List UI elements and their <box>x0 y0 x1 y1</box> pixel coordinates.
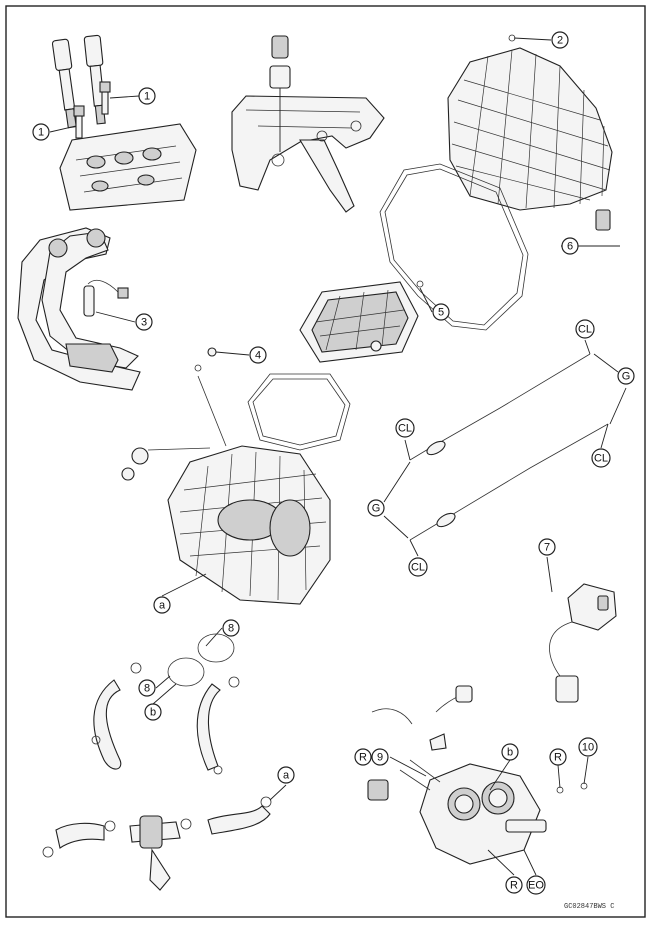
callout-circle <box>367 499 385 517</box>
callout-l9: 9 <box>371 748 389 766</box>
diagram-frame <box>5 5 646 918</box>
callout-text: CL <box>594 453 608 465</box>
reference-code: GC02847BWS C <box>564 903 614 911</box>
callout-circle <box>501 743 519 761</box>
callout-circle <box>575 319 595 339</box>
callout-lg2: G <box>367 499 385 517</box>
callout-text: a <box>283 770 290 782</box>
callout-circle <box>144 703 162 721</box>
callout-text: 9 <box>377 752 383 764</box>
callout-lcl1: CL <box>575 319 595 339</box>
throttle-body-assembly <box>367 685 589 876</box>
callout-text: CL <box>578 324 592 336</box>
callout-circle <box>561 237 579 255</box>
callout-circle <box>538 538 556 556</box>
callout-circle <box>222 619 240 637</box>
callout-text: R <box>359 752 367 764</box>
callout-text: CL <box>398 423 412 435</box>
callout-text: 1 <box>38 127 44 139</box>
callout-circle <box>591 448 611 468</box>
callout-text: 2 <box>557 35 563 47</box>
callout-text: 8 <box>228 623 234 635</box>
callout-circle <box>153 596 171 614</box>
frame-bracket-group <box>231 35 385 213</box>
callout-text: 1 <box>144 91 150 103</box>
callout-l5: 5 <box>432 303 450 321</box>
callout-text: 5 <box>438 307 444 319</box>
callout-l2: 2 <box>551 31 569 49</box>
callout-text: R <box>510 880 518 892</box>
air-cleaner-cover-group <box>447 34 620 247</box>
callout-circle <box>551 31 569 49</box>
callout-l10: 10 <box>578 737 598 757</box>
callout-circle <box>395 418 415 438</box>
callout-la1: a <box>153 596 171 614</box>
callout-lcl3: CL <box>591 448 611 468</box>
callout-text: b <box>507 747 513 759</box>
callout-lb2: b <box>501 743 519 761</box>
callout-circle <box>371 748 389 766</box>
callout-circle <box>549 748 567 766</box>
air-filter-element <box>299 280 433 363</box>
callout-circle <box>32 123 50 141</box>
callout-text: 4 <box>255 350 261 362</box>
handlebar-switch <box>546 556 617 703</box>
callout-l8a: 8 <box>222 619 240 637</box>
callout-l1a: 1 <box>138 87 156 105</box>
callout-circle <box>138 679 156 697</box>
callout-circle <box>354 748 372 766</box>
callout-la2: a <box>277 766 295 784</box>
air-valve-assembly <box>42 784 287 891</box>
callout-circle <box>505 876 523 894</box>
callout-circle <box>617 367 635 385</box>
callout-lb1: b <box>144 703 162 721</box>
callout-text: 6 <box>567 241 573 253</box>
callout-lr1: R <box>354 748 372 766</box>
callout-lr3: R <box>505 876 523 894</box>
callout-circle <box>408 557 428 577</box>
callout-leo: EO <box>526 875 546 895</box>
callout-text: b <box>150 707 156 719</box>
callout-circle <box>249 346 267 364</box>
callout-lr2: R <box>549 748 567 766</box>
callout-circle <box>135 313 153 331</box>
callout-text: G <box>372 503 381 515</box>
exhaust-pipes-group <box>17 227 141 391</box>
callout-text: 10 <box>582 742 594 754</box>
airbox-seal <box>247 373 351 451</box>
callout-circle <box>526 875 546 895</box>
callout-circle <box>432 303 450 321</box>
throttle-cables <box>383 339 627 557</box>
callout-text: G <box>622 371 631 383</box>
callout-circle <box>138 87 156 105</box>
callout-lg1: G <box>617 367 635 385</box>
callout-text: 7 <box>544 542 550 554</box>
ignition-coils-group <box>49 34 197 211</box>
callout-text: EO <box>528 880 544 892</box>
callout-lcl4: CL <box>408 557 428 577</box>
callout-text: 3 <box>141 317 147 329</box>
callout-text: 8 <box>144 683 150 695</box>
callout-l8b: 8 <box>138 679 156 697</box>
hoses-clamps-group <box>91 573 240 775</box>
callout-l6: 6 <box>561 237 579 255</box>
callout-l1b: 1 <box>32 123 50 141</box>
bolt-4 <box>194 347 250 372</box>
callout-text: a <box>159 600 166 612</box>
callout-circle <box>578 737 598 757</box>
callout-l7: 7 <box>538 538 556 556</box>
air-cleaner-housing <box>121 375 331 605</box>
callout-lcl2: CL <box>395 418 415 438</box>
air-cleaner-gasket <box>379 163 529 331</box>
callout-l3: 3 <box>135 313 153 331</box>
callout-l4: 4 <box>249 346 267 364</box>
callout-text: CL <box>411 562 425 574</box>
callout-text: R <box>554 752 562 764</box>
callout-circle <box>277 766 295 784</box>
